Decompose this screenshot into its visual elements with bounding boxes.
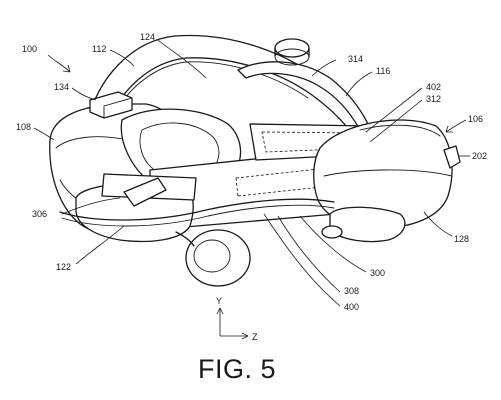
- leader-134: [71, 87, 97, 101]
- y-axis-arrow: [216, 307, 224, 315]
- cable-2: [61, 204, 335, 227]
- figure-caption: FIG. 5: [198, 354, 276, 384]
- leader-lines: [33, 39, 470, 307]
- label-128: 128: [454, 234, 469, 244]
- top-strap-inner-edge: [111, 61, 309, 121]
- y-axis-label: Y: [216, 296, 222, 306]
- leader-116: [345, 71, 373, 97]
- label-116: 116: [376, 66, 390, 76]
- leader-308: [277, 215, 341, 293]
- side-foot: [321, 225, 343, 239]
- z-axis-label: Z: [252, 332, 258, 342]
- label-106: 106: [468, 114, 483, 124]
- headset-body: [49, 34, 461, 287]
- rear-button-202: [443, 145, 461, 169]
- cable: [59, 198, 335, 221]
- leader-314: [311, 59, 337, 77]
- earphone: [185, 229, 251, 287]
- rear-knob: [274, 38, 310, 58]
- leader-128: [423, 211, 453, 237]
- leader-122: [75, 225, 125, 265]
- label-312: 312: [426, 94, 441, 104]
- leader-306: [61, 197, 121, 215]
- leader-112: [109, 49, 135, 67]
- rear-housing-seam: [323, 169, 453, 177]
- z-axis-arrow: [241, 332, 249, 340]
- leader-100-arrow: [62, 64, 71, 73]
- label-100: 100: [22, 44, 37, 54]
- leader-108: [33, 127, 55, 141]
- label-112: 112: [92, 44, 106, 54]
- earphone-inner: [193, 239, 231, 273]
- rear-lower-pod: [329, 206, 406, 243]
- leader-400: [263, 213, 341, 307]
- label-400: 400: [344, 302, 359, 312]
- label-124: 124: [140, 32, 155, 42]
- label-134: 134: [54, 82, 69, 92]
- top-button-134: [89, 91, 133, 119]
- rear-housing-rim: [359, 124, 441, 137]
- leader-106-arrow: [445, 125, 453, 133]
- rear-strap-stitch: [261, 131, 365, 153]
- leader-300: [299, 215, 367, 273]
- label-202: 202: [472, 151, 487, 161]
- leader-106: [445, 119, 467, 133]
- label-306: 306: [32, 209, 47, 219]
- label-108: 108: [16, 122, 31, 132]
- leader-312: [369, 99, 423, 143]
- label-122: 122: [56, 262, 71, 272]
- label-402: 402: [426, 82, 441, 92]
- coordinate-axes: Y Z: [216, 296, 258, 342]
- label-308: 308: [344, 286, 359, 296]
- rear-knob-base: [274, 48, 310, 66]
- leader-100: [47, 54, 71, 73]
- leader-124: [157, 39, 207, 79]
- label-314: 314: [348, 54, 363, 64]
- audio-stem-306: [123, 177, 167, 207]
- reference-numerals: 100 112 124 314 116 402 312 106 134 108 …: [16, 32, 487, 312]
- earphone-arm: [175, 231, 195, 247]
- leader-402: [365, 87, 423, 133]
- label-300: 300: [370, 268, 385, 278]
- side-strap-stitch-top: [235, 167, 329, 179]
- side-strap-stitch-end: [235, 177, 239, 197]
- top-button-edge: [103, 97, 133, 119]
